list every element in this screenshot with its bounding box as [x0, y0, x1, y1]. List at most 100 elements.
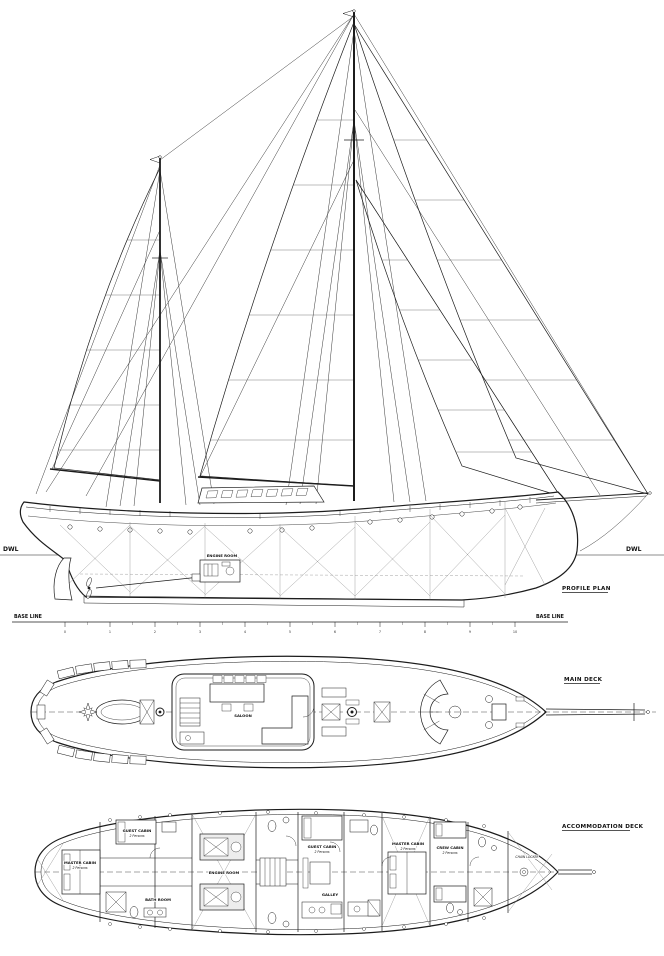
bulwark-stanchions — [49, 497, 531, 519]
saloon-label: SALOON — [234, 713, 252, 718]
station-numbers: 0 1 2 3 4 5 6 7 8 9 10 — [64, 630, 517, 634]
deckhouse-plan: SALOON — [171, 673, 315, 751]
aft-deck-seating — [36, 659, 147, 765]
svg-text:2 Persons: 2 Persons — [72, 866, 87, 870]
crew-cabin: CREW CABIN 2 Persons — [433, 821, 467, 915]
galley-label: GALLEY — [322, 892, 338, 897]
bowsprit-plan — [545, 703, 650, 721]
master-cabin-aft: MASTER CABIN 2 Persons — [61, 849, 101, 895]
mizzen-sail — [53, 167, 161, 481]
salon-sofa — [261, 695, 309, 745]
rub-rail — [27, 502, 557, 526]
fwd-head — [469, 836, 497, 907]
svg-text:2: 2 — [154, 630, 156, 634]
stairs-down — [259, 857, 287, 887]
bath-room-label: BATH ROOM — [145, 897, 171, 902]
master-cabin-fwd-label: MASTER CABIN — [392, 841, 424, 846]
guest-cabin-mid: GUEST CABIN 2 Persons — [301, 815, 343, 889]
midship-lobby — [259, 816, 297, 928]
engine-room: ENGINE ROOM — [199, 833, 245, 911]
dining-table — [209, 675, 267, 712]
accommodation-deck-plan: MASTER CABIN 2 Persons GUEST CABIN 2 Per… — [34, 808, 644, 936]
rail-line — [25, 495, 555, 518]
dwl-label-left: DWL — [3, 546, 19, 553]
stem-fitting — [558, 869, 596, 875]
master-cabin-fwd: MASTER CABIN 2 Persons — [381, 840, 427, 895]
portholes-profile — [67, 504, 523, 535]
masts-and-spars — [49, 9, 364, 503]
chain-locker: CHAIN LOCKER — [515, 854, 539, 877]
masthead-pennant — [342, 9, 355, 18]
svg-text:8: 8 — [424, 630, 426, 634]
svg-text:2 Persons: 2 Persons — [129, 834, 144, 838]
hull-outline — [19, 491, 579, 601]
svg-text:1: 1 — [109, 630, 111, 634]
svg-text:6: 6 — [334, 630, 336, 634]
guest-cabin-aft: GUEST CABIN 2 Persons — [115, 819, 177, 859]
baseline-label-left: BASE LINE — [14, 614, 42, 620]
pin-rail — [345, 699, 360, 706]
main-boom — [197, 476, 355, 487]
station-ticks — [64, 622, 516, 627]
svg-text:10: 10 — [513, 630, 517, 634]
guest-cabin-mid-label: GUEST CABIN — [308, 844, 337, 849]
bow-cleat-port — [515, 722, 525, 728]
propeller-shaft — [95, 576, 201, 589]
svg-text:0: 0 — [64, 630, 66, 634]
engine-profile — [95, 559, 241, 589]
svg-text:5: 5 — [289, 630, 291, 634]
galley: GALLEY — [301, 819, 381, 919]
hull-profile: ENGINE ROOM — [19, 485, 652, 608]
internal-structure — [59, 502, 546, 600]
companionway-stairs — [179, 697, 201, 727]
sails — [53, 21, 649, 497]
svg-text:4: 4 — [244, 630, 246, 634]
mizzen-boom — [49, 468, 161, 482]
engine-room-label: ENGINE ROOM — [209, 870, 240, 875]
chain-locker-label: CHAIN LOCKER — [515, 855, 538, 859]
foredeck-curved-seat — [420, 679, 462, 745]
foredeck-hatch — [373, 701, 391, 723]
door-arc — [149, 847, 161, 859]
main-deck-plan: SALOON MAIN DECK — [30, 655, 656, 769]
jib-sail — [353, 23, 649, 495]
crew-cabin-label: CREW CABIN — [436, 845, 463, 850]
svg-text:9: 9 — [469, 630, 471, 634]
bobstay — [579, 493, 649, 552]
baseline-label-right: BASE LINE — [536, 614, 564, 620]
cockpit-benches — [321, 687, 347, 737]
bow-cleat-stbd — [515, 696, 525, 702]
profile-plan: ENGINE ROOM DWL DWL BASE LINE BASE LINE — [0, 9, 664, 634]
diagonal-bracing — [36, 813, 553, 931]
aft-hatch — [139, 699, 155, 725]
windlass — [485, 695, 507, 729]
standing-rigging — [35, 13, 649, 552]
bath-room: BATH ROOM — [105, 891, 172, 918]
svg-text:3: 3 — [199, 630, 201, 634]
baseline: BASE LINE BASE LINE 0 1 2 3 4 — [12, 614, 568, 634]
salon-counter — [179, 731, 205, 745]
bowsprit-profile — [535, 491, 652, 504]
dinette-table — [309, 861, 331, 885]
svg-text:7: 7 — [379, 630, 381, 634]
dwl-label-right: DWL — [626, 546, 642, 553]
main-sail — [199, 21, 355, 487]
engine-room-label-profile: ENGINE ROOM — [207, 553, 238, 558]
svg-text:2 Persons: 2 Persons — [314, 850, 329, 854]
profile-plan-title: PROFILE PLAN — [562, 586, 611, 592]
guest-cabin-aft-label: GUEST CABIN — [123, 828, 152, 833]
svg-text:2 Persons: 2 Persons — [442, 851, 457, 855]
pin-rail-2 — [345, 718, 360, 725]
compass-rose — [78, 702, 98, 722]
mizzen-pennant — [149, 155, 161, 164]
portholes-lower — [108, 810, 486, 934]
staysail — [355, 179, 561, 497]
deckhouse-door-arc — [302, 705, 315, 718]
main-deck-title: MAIN DECK — [564, 677, 603, 683]
svg-text:2 Persons: 2 Persons — [400, 847, 415, 851]
accommodation-deck-title: ACCOMMODATION DECK — [562, 824, 644, 830]
deckhouse-profile — [197, 485, 325, 504]
keel-shoe — [83, 595, 465, 608]
